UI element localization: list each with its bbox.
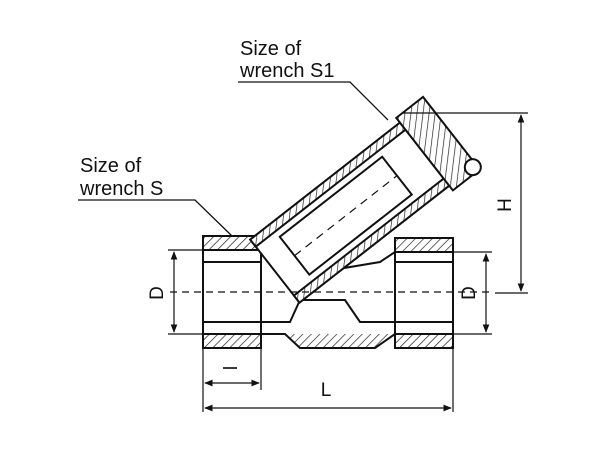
callout-wrench-s1-line2: wrench S1 (239, 60, 335, 82)
callout-wrench-s-leader (78, 199, 233, 237)
dimension-left-d (168, 249, 203, 335)
strainer-body (202, 235, 454, 349)
dimension-thread-length (202, 348, 262, 412)
callout-wrench-s-line1: Size of (80, 155, 142, 177)
label-right-diameter: D (459, 286, 480, 300)
dimension-overall-length (204, 348, 454, 412)
label-overall-length: L (321, 380, 332, 401)
label-height: H (495, 198, 516, 212)
dimension-right-d (453, 251, 492, 335)
label-left-diameter: D (147, 286, 168, 300)
callout-wrench-s1-leader (238, 81, 389, 121)
dimension-height (402, 112, 528, 294)
strainer-branch (248, 95, 482, 305)
label-thread-length: l (221, 366, 242, 370)
callout-wrench-s1-line1: Size of (240, 38, 302, 60)
callout-wrench-s-line2: wrench S (79, 178, 163, 200)
